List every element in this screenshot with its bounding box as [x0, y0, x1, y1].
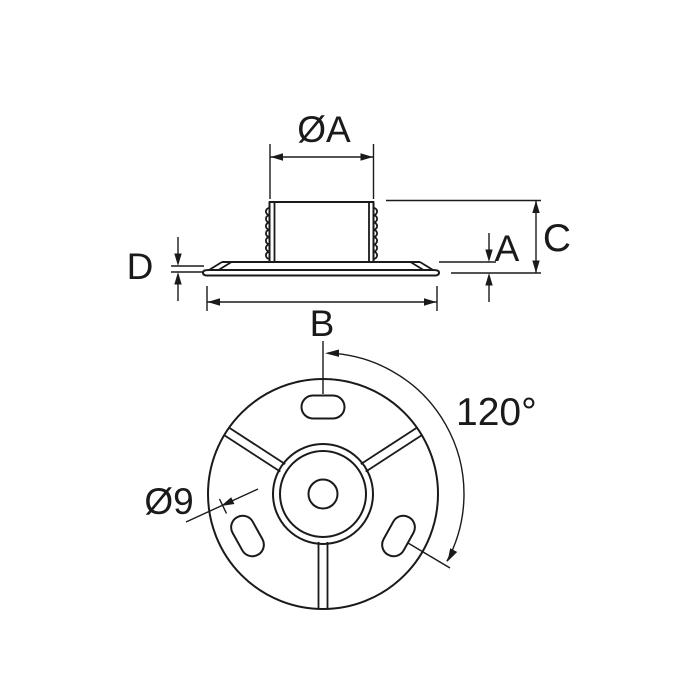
arrowhead-up: [485, 273, 493, 286]
tube: [265, 201, 378, 262]
tube-serrations-right: [373, 207, 378, 260]
arrowhead-leader: [221, 497, 235, 506]
center-hole: [307, 478, 339, 510]
boss-outer-circle: [272, 443, 374, 545]
label-slot-angle: 120°: [456, 391, 537, 434]
label-total-height: C: [543, 217, 571, 260]
rib-upper-left: [224, 427, 286, 473]
label-slot-size: Ø9: [144, 481, 193, 522]
arrowhead-up: [532, 200, 540, 213]
arrowhead-down: [485, 249, 493, 262]
label-rim-height: A: [495, 228, 520, 269]
dim-tube-diameter: ØA: [269, 109, 375, 199]
arrowhead-arc-end: [447, 548, 458, 562]
arrowhead-arc-start: [325, 349, 339, 357]
label-plate-thickness: D: [127, 246, 154, 287]
arrowhead-down: [174, 253, 182, 266]
outer-circle: [207, 378, 439, 610]
arrowhead-up: [174, 272, 182, 285]
slot-top: [300, 394, 346, 420]
tube-serrations-left: [265, 207, 270, 260]
flange-plate: [202, 261, 440, 277]
arrowhead-left: [270, 153, 283, 161]
boss-inner-circle: [279, 450, 367, 538]
arrowhead-right: [360, 153, 373, 161]
dim-slot-size: Ø9: [144, 481, 259, 523]
dim-slot-angle: 120°: [322, 341, 537, 569]
arrowhead-left: [207, 298, 220, 306]
rib-upper-right: [360, 427, 422, 473]
side-view: ØA C A D: [127, 109, 571, 344]
plan-view: 120° Ø9: [144, 341, 537, 610]
arrowhead-down: [532, 260, 540, 273]
mounting-slots: [230, 394, 416, 558]
dim-rim-height: A: [439, 228, 541, 302]
dim-plate-thickness: D: [127, 237, 204, 301]
dim-base-diameter: B: [206, 286, 438, 344]
ribs: [224, 427, 422, 609]
slot-lower-left: [230, 514, 265, 558]
slot-lower-right: [381, 514, 416, 558]
arrowhead-right: [424, 298, 437, 306]
dim-total-height: C: [386, 199, 571, 273]
rib-down: [317, 542, 329, 609]
label-tube-diameter: ØA: [297, 109, 351, 150]
label-base-diameter: B: [310, 303, 335, 344]
